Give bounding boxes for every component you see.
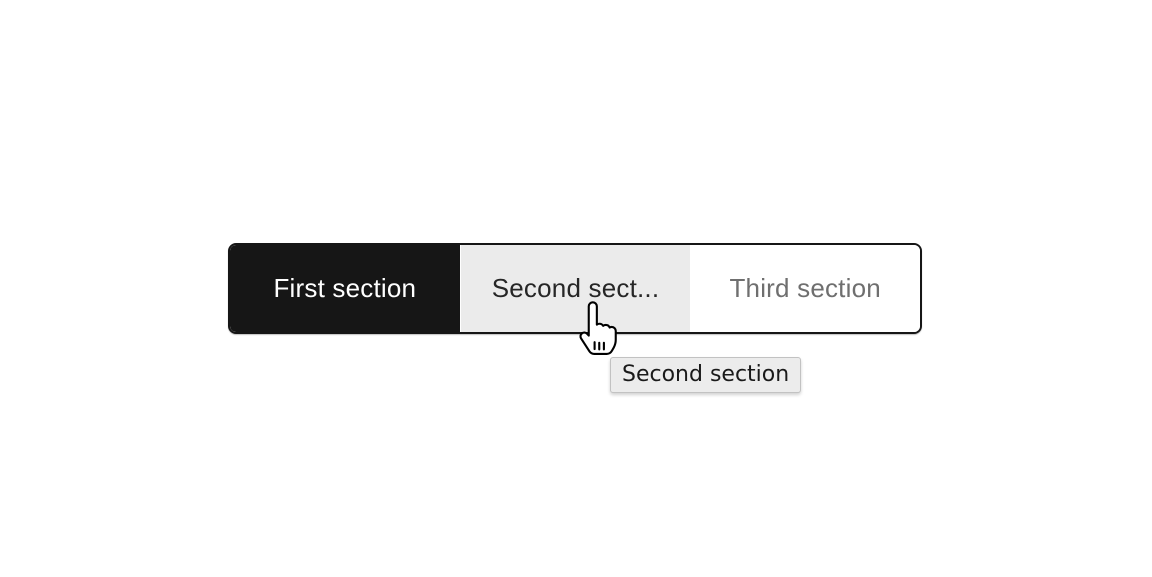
tab-third-section[interactable]: Third section [690,245,920,332]
tab-first-section[interactable]: First section [230,245,460,332]
tooltip: Second section [610,357,802,393]
tab-second-section[interactable]: Second sect... [459,245,691,332]
content-switcher: First section Second sect... Third secti… [228,243,922,334]
